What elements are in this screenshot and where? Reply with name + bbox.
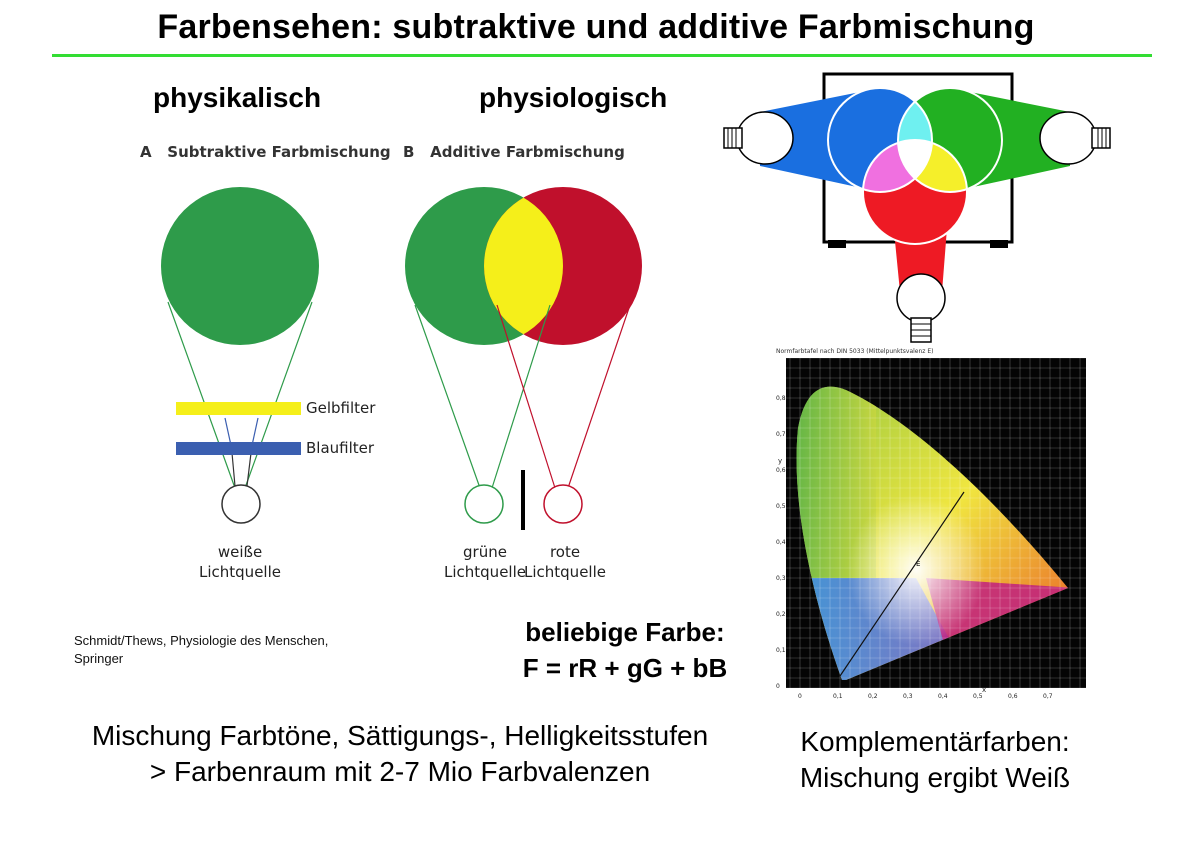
panel-a-heading: A Subtraktive Farbmischung — [140, 143, 391, 161]
red-ray-right — [567, 304, 631, 489]
green-light-source — [464, 484, 504, 524]
y-tick-label: 0,3 — [776, 575, 786, 582]
y-tick-label: 0,2 — [776, 611, 786, 618]
screen-foot-right — [990, 240, 1008, 248]
page-title: Farbensehen: subtraktive und additive Fa… — [157, 8, 1035, 46]
screen-foot-left — [828, 240, 846, 248]
bottom-right-line1: Komplementärfarben: — [800, 726, 1070, 757]
bottom-left-line2: > Farbenraum mit 2-7 Mio Farbvalenzen — [149, 756, 651, 787]
x-tick-label: 0,2 — [868, 693, 878, 700]
panel-a-letter: A — [140, 143, 152, 161]
header-physiologisch: physiologisch — [479, 82, 668, 113]
bottom-left-text: Mischung Farbtöne, Sättigungs-, Helligke… — [40, 718, 760, 790]
formula-block: beliebige Farbe: F = rR + gG + bB — [490, 614, 760, 686]
bottom-right-line2: Mischung ergibt Weiß — [799, 762, 1071, 793]
white-source-label: weiße Lichtquelle — [180, 542, 300, 582]
y-axis-label: y — [778, 457, 782, 465]
yellow-overlap — [898, 140, 967, 192]
ray-left-upper — [167, 301, 236, 489]
green-source-line1: grüne — [463, 543, 507, 561]
x-tick-label: 0 — [798, 693, 802, 700]
ray-left-low — [231, 452, 236, 487]
citation-line2: Springer — [74, 651, 124, 666]
chromaticity-diagram: E 0 0,1 0,2 0,3 0,4 0,5 0,6 0,7 0 0,1 0,2 0,3 0,4 0,… — [776, 358, 1086, 700]
light-projection-illustration — [723, 72, 1111, 343]
x-tick-label: 0,3 — [903, 693, 913, 700]
red-source-line1: rote — [549, 543, 581, 561]
y-tick-label: 0,6 — [776, 467, 786, 474]
citation-line1: Schmidt/Thews, Physiologie des Menschen, — [74, 633, 329, 648]
x-tick-label: 0,7 — [1043, 693, 1053, 700]
bottom-right-text: Komplementärfarben: Mischung ergibt Weiß — [770, 724, 1100, 796]
magenta-overlap — [863, 140, 932, 192]
bulb-left — [723, 111, 794, 165]
panel-b-title: Additive Farbmischung — [430, 143, 625, 161]
x-tick-label: 0,1 — [833, 693, 843, 700]
x-tick-label: 0,4 — [938, 693, 948, 700]
y-tick-label: 0,1 — [776, 647, 786, 654]
yellow-filter-bar — [176, 402, 301, 415]
y-tick-label: 0,7 — [776, 431, 786, 438]
y-tick-label: 0 — [776, 683, 780, 690]
panel-a-title: Subtraktive Farbmischung — [167, 143, 391, 161]
green-source-label: grüne Lichtquelle — [440, 542, 530, 582]
title-underline — [52, 54, 1152, 57]
white-light-source — [221, 484, 261, 524]
x-tick-label: 0,5 — [973, 693, 983, 700]
red-light-source — [543, 484, 583, 524]
green-ray-left — [414, 304, 481, 489]
bulb-right — [1039, 111, 1111, 165]
y-tick-label: 0,8 — [776, 395, 786, 402]
y-tick-label: 0,5 — [776, 503, 786, 510]
green-source-line2: Lichtquelle — [444, 563, 526, 581]
citation: Schmidt/Thews, Physiologie des Menschen,… — [74, 632, 328, 668]
bottom-left-line1: Mischung Farbtöne, Sättigungs-, Helligke… — [91, 720, 709, 751]
subtractive-green-circle — [161, 187, 319, 345]
panel-b-letter: B — [403, 143, 415, 161]
formula-caption: beliebige Farbe: — [525, 617, 725, 647]
header-physikalisch: physikalisch — [153, 82, 322, 113]
subtractive-mixing-diagram — [161, 187, 319, 524]
blue-filter-bar — [176, 442, 301, 455]
red-source-line2: Lichtquelle — [524, 563, 606, 581]
panel-b-heading: B Additive Farbmischung — [403, 143, 625, 161]
x-axis-label: x — [982, 686, 986, 694]
ray-right-upper — [244, 301, 313, 489]
bulb-bottom — [896, 273, 946, 343]
y-tick-label: 0,4 — [776, 539, 786, 546]
green-ray-right — [491, 304, 551, 489]
white-source-line2: Lichtquelle — [199, 563, 281, 581]
additive-mixing-diagram — [405, 187, 642, 530]
source-divider — [521, 470, 525, 530]
red-source-label: rote Lichtquelle — [520, 542, 610, 582]
ray-right-low — [246, 452, 252, 487]
white-source-line1: weiße — [217, 543, 263, 561]
yellow-filter-label: Gelbfilter — [306, 399, 376, 417]
chromaticity-title: Normfarbtafel nach DIN 5033 (Mittelpunkt… — [776, 348, 934, 355]
blue-filter-label: Blaufilter — [306, 439, 375, 457]
white-point-label: E — [916, 560, 920, 568]
red-ray-left — [496, 304, 556, 489]
complementary-line — [839, 491, 965, 677]
x-tick-label: 0,6 — [1008, 693, 1018, 700]
formula-equation: F = rR + gG + bB — [522, 653, 728, 683]
additive-yellow-overlap — [484, 187, 563, 345]
